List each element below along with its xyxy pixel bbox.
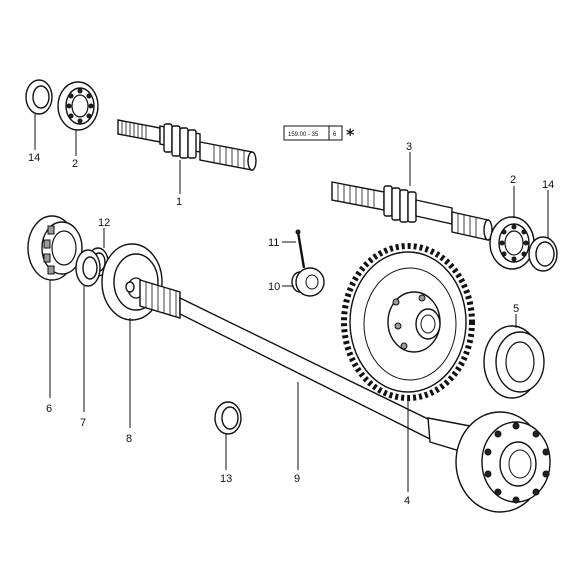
callout-1: 1	[176, 196, 182, 208]
callout-2b: 2	[510, 174, 516, 186]
callout-9: 9	[294, 473, 300, 485]
axle-shaft-9	[125, 279, 471, 455]
reference-sheet: 6	[333, 132, 337, 138]
callout-13: 13	[220, 473, 232, 485]
bearing-2a	[57, 81, 99, 131]
callout-6: 6	[46, 403, 52, 415]
seal-ring-14a	[25, 79, 53, 115]
seal-ring-14b	[528, 236, 558, 272]
hub-10	[291, 267, 325, 297]
callout-3: 3	[406, 141, 412, 153]
reference-code: 159.00 - 35	[288, 132, 319, 138]
callout-2a: 2	[72, 158, 78, 170]
callout-8: 8	[126, 433, 132, 445]
seal-13	[214, 401, 242, 435]
callout-14b: 14	[542, 179, 554, 191]
callout-7: 7	[80, 417, 86, 429]
bearing-5	[483, 325, 545, 399]
ring-gear-4	[341, 243, 475, 401]
flange-hub	[455, 411, 551, 513]
callout-14a: 14	[28, 152, 40, 164]
reference-box: 159.00 - 35 6 *	[283, 125, 355, 144]
callout-5: 5	[513, 303, 519, 315]
leader-lines	[34, 114, 549, 492]
ring-7	[75, 249, 101, 287]
bearing-2b	[489, 216, 535, 270]
callout-4: 4	[404, 495, 410, 507]
pin-11	[295, 229, 306, 269]
callout-11: 11	[268, 237, 279, 249]
reference-asterisk: *	[346, 125, 355, 144]
callout-12: 12	[98, 217, 110, 229]
callouts: 14 2 1 3 2 14 12 11 10 5 6 7 8 13 9 4	[28, 141, 554, 507]
pinion-shaft-1	[117, 119, 257, 171]
callout-10: 10	[268, 281, 280, 293]
pinion-shaft-3	[331, 181, 493, 241]
bearing-6	[27, 215, 83, 281]
